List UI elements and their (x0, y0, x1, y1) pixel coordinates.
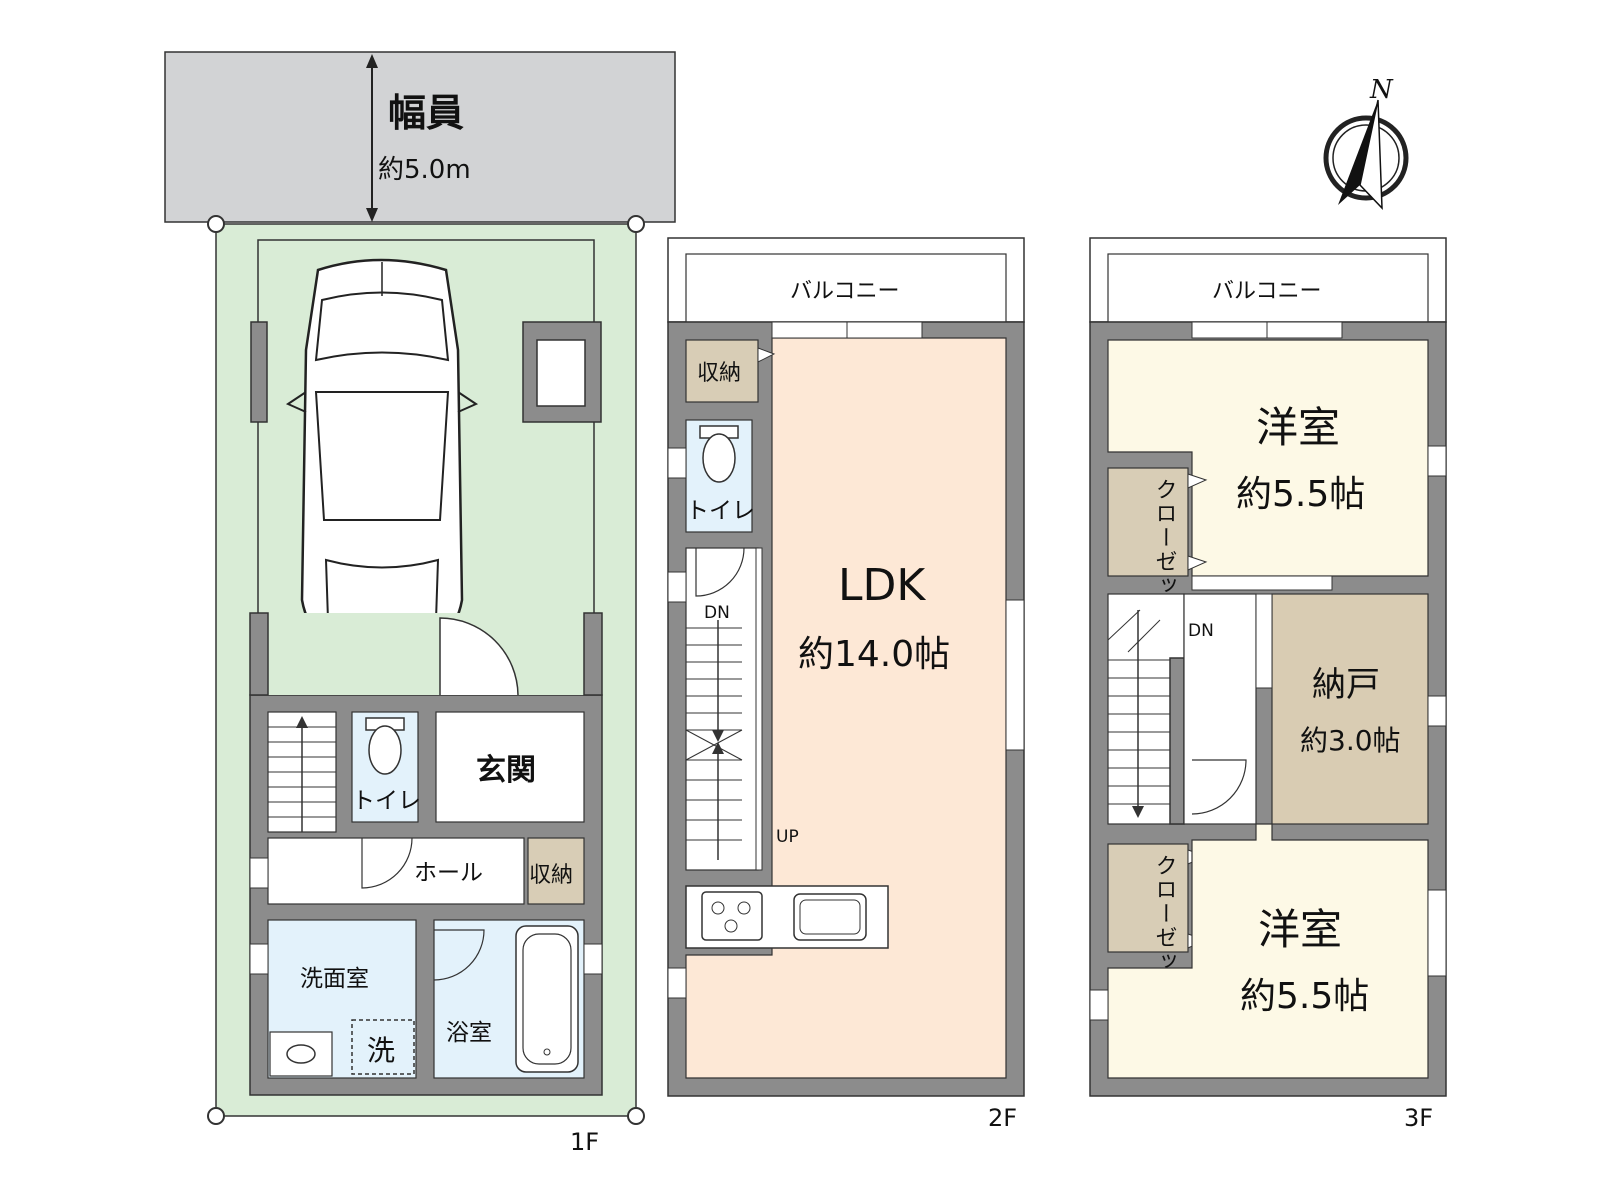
window (667, 967, 687, 999)
storage-2f-label: 収納 (697, 361, 741, 386)
entrance-door (439, 617, 519, 696)
western-room-1-label: 洋室 (1256, 403, 1340, 452)
entrance-1f (435, 711, 585, 823)
bathtub-drain (543, 1048, 551, 1056)
stairs-dn-3f-label: DN (1188, 621, 1214, 641)
floor-2f: バルコニー LDK 約14.0帖 収納 トイレ (667, 237, 1025, 1132)
washroom-label: 洗面室 (300, 966, 369, 992)
storeroom-size: 約3.0帖 (1300, 724, 1401, 757)
window (667, 447, 687, 479)
closet-1 (1107, 467, 1189, 577)
stair-treads (1107, 609, 1170, 818)
lot-corner-marker (627, 1107, 645, 1125)
balcony-2f-label: バルコニー (790, 279, 900, 304)
storeroom-3f (1271, 593, 1429, 825)
lot-corner-marker (207, 1107, 225, 1125)
floor-3f-label: 3F (1404, 1104, 1433, 1132)
compass-needle-light (1359, 99, 1383, 210)
storage-2f (685, 339, 759, 403)
western-room-2 (1107, 823, 1429, 1079)
ldk-size: 約14.0帖 (798, 634, 950, 675)
wall-stub (250, 321, 268, 423)
window (249, 857, 269, 889)
floor-1f-label: 1F (570, 1128, 599, 1156)
washer-space (351, 1019, 415, 1075)
window (1191, 575, 1333, 591)
toilet-icon (699, 425, 739, 483)
meter-box-inner (536, 339, 586, 407)
hall-label: ホール (414, 860, 483, 886)
western-room-1-size: 約5.5帖 (1236, 474, 1365, 515)
wall-segment (249, 612, 269, 696)
road-arrow-up (366, 54, 378, 68)
storage-1f-label: 収納 (529, 863, 573, 888)
compass-needle (1338, 100, 1378, 205)
stair-handrail (1169, 657, 1185, 825)
window (583, 943, 603, 975)
road-width: 約5.0m (378, 155, 471, 185)
storeroom-label: 納戸 (1312, 665, 1380, 705)
washer-label: 洗 (367, 1034, 395, 1067)
door-marker (1187, 555, 1208, 571)
stove-icon (701, 891, 763, 941)
ldk-label: LDK (838, 560, 926, 611)
compass-circle (1323, 115, 1409, 201)
ldk-2f (685, 337, 1007, 1079)
closet-2 (1107, 843, 1189, 953)
wall-segment (583, 612, 603, 696)
entrance-label: 玄関 (476, 753, 536, 788)
lot-corner-marker (207, 215, 225, 233)
balcony-3f-label: バルコニー (1212, 279, 1322, 304)
compass-north-label: N (1369, 75, 1394, 105)
stairs-2f (685, 547, 759, 871)
western-room-2-size: 約5.5帖 (1240, 976, 1369, 1017)
road: 幅員 約5.0m (164, 51, 676, 223)
toilet-1f-label: トイレ (352, 788, 421, 814)
window (1005, 599, 1025, 751)
car-icon (285, 258, 479, 644)
stair-treads (685, 620, 743, 860)
stairs-up-2f-label: UP (776, 827, 799, 847)
window (249, 943, 269, 975)
storage-1f (527, 837, 585, 905)
lot-corner-marker (627, 215, 645, 233)
balcony-3f-inner (1107, 253, 1429, 323)
road-area (164, 51, 676, 223)
stair-handrail (755, 547, 763, 871)
sink-bowl-icon (286, 1044, 316, 1064)
parking-opening (268, 613, 584, 695)
hall-1f (267, 837, 525, 905)
window (1427, 445, 1447, 477)
bathtub-inner (522, 933, 572, 1065)
compass: N (1323, 75, 1409, 210)
toilet-2f-label: トイレ (686, 498, 755, 524)
floor-3f: バルコニー 洋室 約5.5帖 クローゼット (1089, 237, 1447, 1132)
window (1089, 989, 1109, 1021)
window (1427, 695, 1447, 727)
door-marker (757, 347, 776, 363)
hall-3f (1183, 593, 1257, 825)
western-room-2-label: 洋室 (1258, 905, 1342, 954)
toilet-icon (365, 717, 405, 775)
stair-treads (268, 716, 336, 832)
floor-1f: UP トイレ 玄関 ホール 収納 洗面室 洗 浴室 (207, 215, 645, 1156)
bath-label: 浴室 (446, 1020, 492, 1046)
toilet-2f-door (695, 547, 745, 597)
bath-door (433, 929, 485, 981)
storeroom-door (1191, 759, 1247, 815)
window (1427, 889, 1447, 977)
road-label: 幅員 (388, 91, 464, 135)
floor-2f-label: 2F (988, 1104, 1017, 1132)
storeroom-door-frame (1255, 593, 1273, 689)
stairs-dn-2f-label: DN (704, 603, 730, 623)
balcony-2f-inner (685, 253, 1007, 323)
window (667, 571, 687, 603)
toilet-door (361, 837, 413, 889)
door-marker (1187, 473, 1208, 489)
road-arrow-down (366, 208, 378, 222)
sink (269, 1031, 333, 1077)
